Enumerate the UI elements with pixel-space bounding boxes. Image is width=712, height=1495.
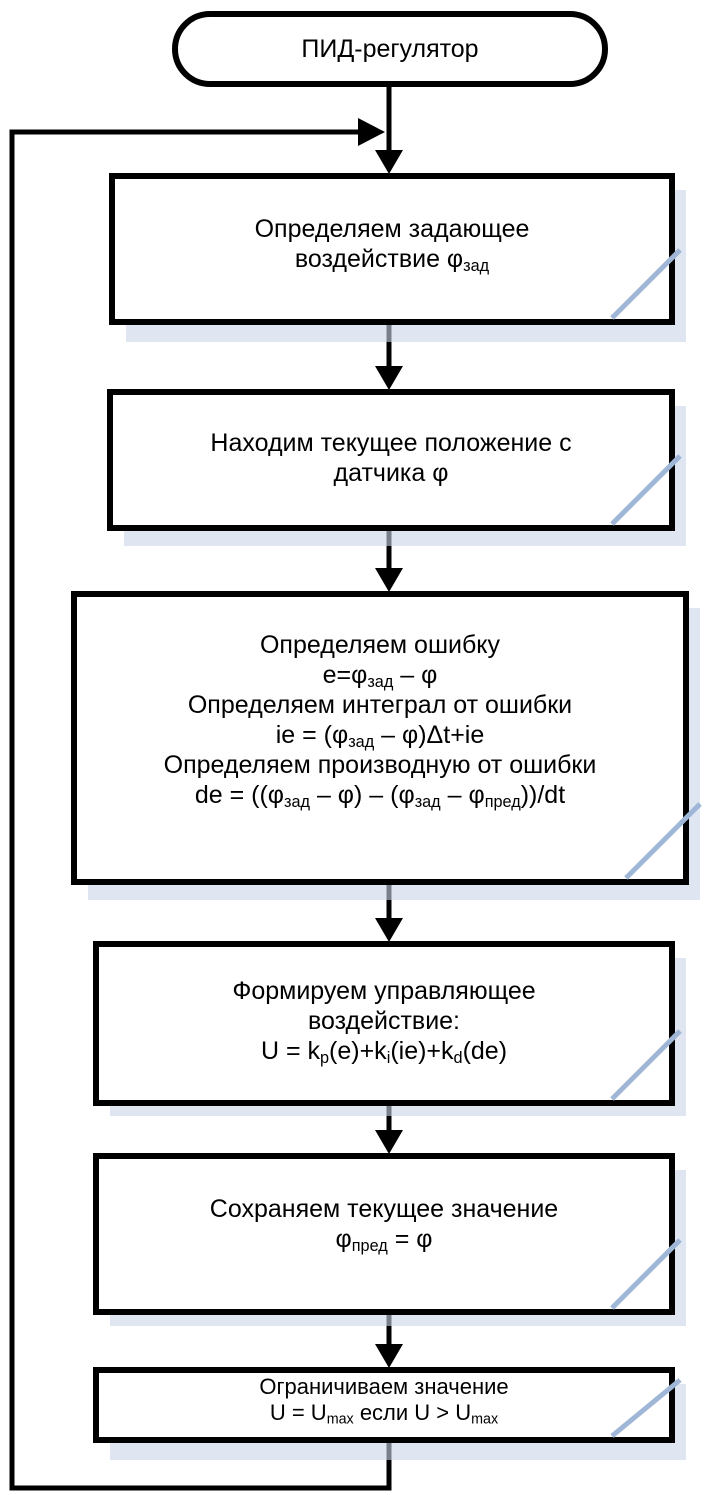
step-line: Ограничиваем значение [259,1374,509,1399]
step-line: Формируем управляющее [232,977,536,1005]
start-label: ПИД-регулятор [301,35,479,63]
connector-start-to-step1 [375,84,403,174]
process-block-4 [93,941,686,1116]
process-block-3 [71,591,702,900]
process-block-1 [109,173,686,342]
step-line: U = Umax если U > Umax [269,1400,499,1428]
step-line: ie = (φзад – φ)Δt+ie [275,721,485,752]
step-line: Сохраняем текущее значение [209,1195,559,1223]
process-block-5 [93,1153,686,1326]
step-line: Находим текущее положение с [210,429,572,457]
step-line: Определяем производную от ошибки [163,751,597,779]
step-line: de = ((φзад – φ) – (φзад – φпред))/dt [194,781,566,812]
step-line: φпред = φ [335,1225,433,1256]
step-line: Определяем ошибку [259,631,501,659]
loop-back-connector [9,118,392,1491]
step-line: воздействие φзад [294,245,490,276]
step-line: Определяем интеграл от ошибки [187,691,573,719]
step-line: воздействие: [307,1007,461,1035]
step-line: датчика φ [333,459,449,487]
process-block-6 [93,1367,686,1460]
step-line: Определяем задающее [254,215,530,243]
step-line: U = kp(e)+ki(ie)+kd(de) [260,1037,508,1068]
process-block-2 [107,389,686,546]
step-line: e=φзад – φ [322,661,438,692]
